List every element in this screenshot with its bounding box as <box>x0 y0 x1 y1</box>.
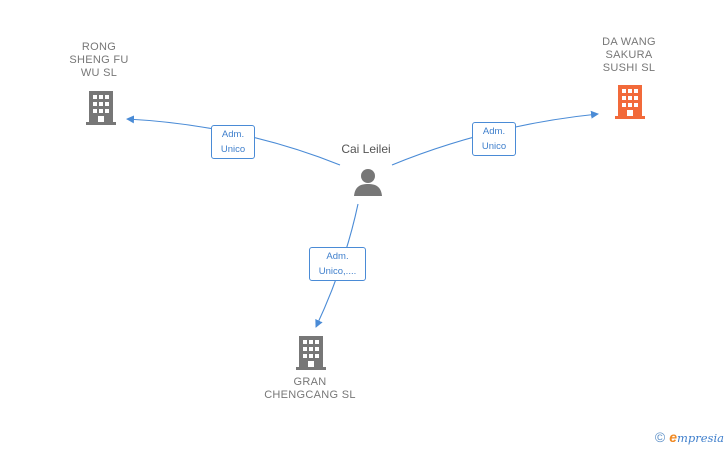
edge-label-line2: Unico <box>481 141 507 152</box>
building-icon[interactable] <box>614 85 646 119</box>
company-label-dawang[interactable]: DA WANG SAKURA SUSHI SL <box>602 36 656 74</box>
company-label-gran[interactable]: GRAN CHENGCANG SL <box>264 376 356 401</box>
person-name[interactable]: Cai Leilei <box>341 142 391 156</box>
edge-label-line2: Unico,.... <box>318 266 357 277</box>
edge-label-gran[interactable]: Adm. Unico,.... <box>309 247 366 281</box>
edge-label-line1: Adm. <box>482 126 506 137</box>
footer-brand[interactable]: © empresia <box>655 429 724 445</box>
edge-label-rong[interactable]: Adm. Unico <box>211 125 255 159</box>
building-icon[interactable] <box>296 336 326 370</box>
edge-label-line2: Unico <box>220 144 246 155</box>
edge-label-dawang[interactable]: Adm. Unico <box>472 122 516 156</box>
edge-label-line1: Adm. <box>221 129 245 140</box>
copyright-icon: © <box>654 429 666 445</box>
person-icon[interactable] <box>353 167 383 197</box>
edge-label-line1: Adm. <box>326 251 349 262</box>
brand-logo: empresia <box>669 429 724 445</box>
building-icon[interactable] <box>86 91 116 125</box>
company-label-rong[interactable]: RONG SHENG FU WU SL <box>69 41 129 79</box>
